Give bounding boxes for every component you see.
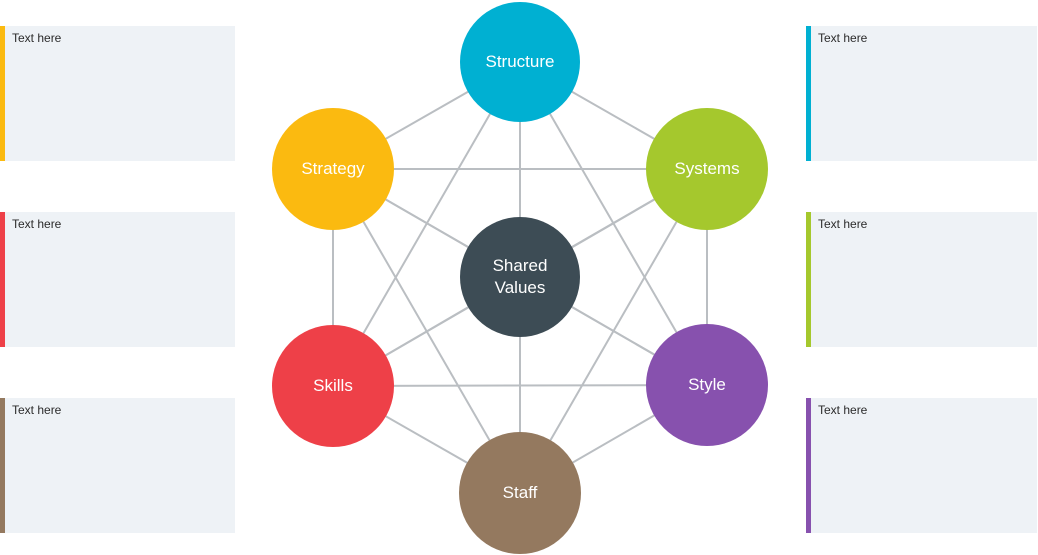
node-shared-values[interactable]: Shared Values bbox=[460, 217, 580, 337]
node-structure[interactable]: Structure bbox=[460, 2, 580, 122]
node-systems[interactable]: Systems bbox=[646, 108, 768, 230]
note-box-strategy-text: Text here bbox=[12, 31, 62, 45]
note-box-style[interactable]: Text here bbox=[806, 398, 1037, 533]
node-staff-label: Staff bbox=[502, 482, 538, 502]
node-shared-values-label: Shared Values bbox=[492, 255, 548, 297]
note-box-style-text: Text here bbox=[818, 403, 868, 417]
node-strategy[interactable]: Strategy bbox=[272, 108, 394, 230]
node-skills[interactable]: Skills bbox=[272, 325, 394, 447]
node-systems-label: Systems bbox=[674, 158, 740, 178]
node-style[interactable]: Style bbox=[646, 324, 768, 446]
node-staff[interactable]: Staff bbox=[459, 432, 581, 554]
note-box-skills[interactable]: Text here bbox=[0, 212, 235, 347]
node-style-label: Style bbox=[688, 374, 726, 394]
note-box-structure[interactable]: Text here bbox=[806, 26, 1037, 161]
note-box-staff-text: Text here bbox=[12, 403, 62, 417]
node-skills-label: Skills bbox=[313, 375, 353, 395]
note-box-structure-text: Text here bbox=[818, 31, 868, 45]
note-box-systems-text: Text here bbox=[818, 217, 868, 231]
note-box-systems[interactable]: Text here bbox=[806, 212, 1037, 347]
node-strategy-label: Strategy bbox=[301, 158, 365, 178]
note-box-staff[interactable]: Text here bbox=[0, 398, 235, 533]
node-structure-label: Structure bbox=[485, 51, 555, 71]
note-box-strategy[interactable]: Text here bbox=[0, 26, 235, 161]
note-box-skills-text: Text here bbox=[12, 217, 62, 231]
